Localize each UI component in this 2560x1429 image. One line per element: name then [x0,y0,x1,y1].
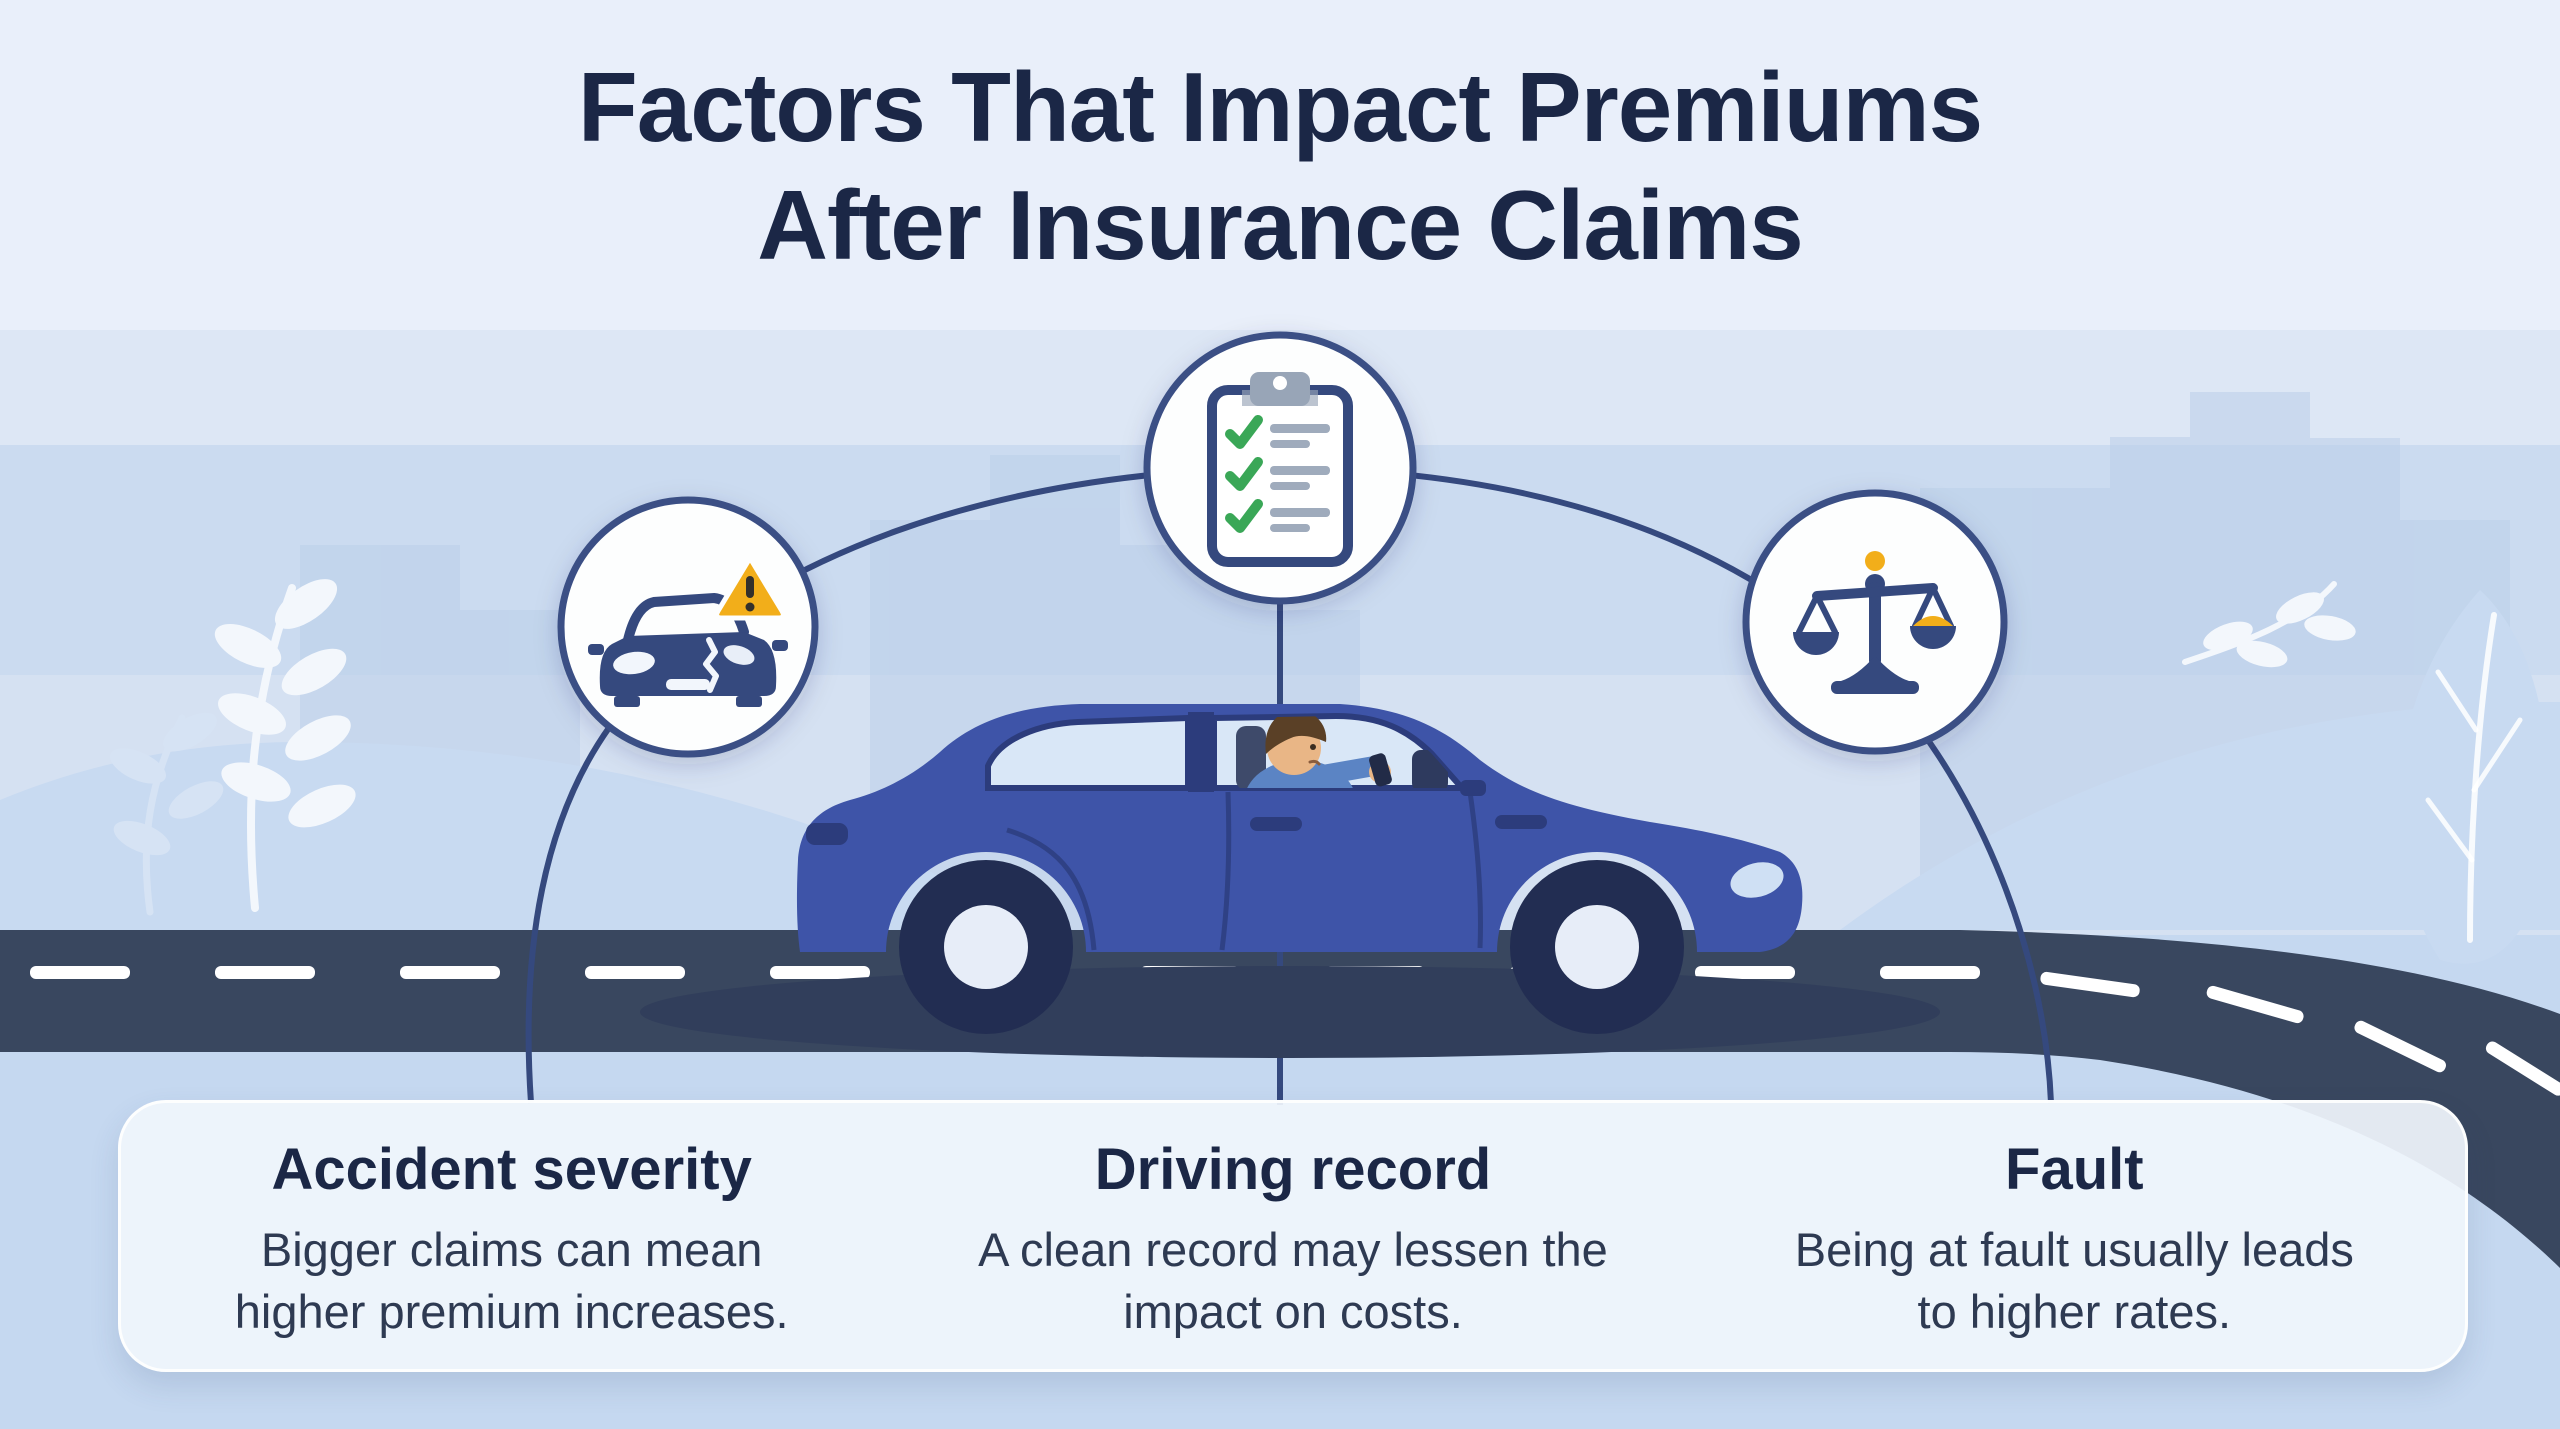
warning-triangle-icon [714,555,786,621]
blue-car-illustration [796,704,1803,1034]
factor-driving-record: Driving record A clean record may lessen… [902,1103,1683,1369]
car-mirror [1460,780,1486,796]
plant-sprig-left-icon [110,579,356,916]
factor-description: Being at fault usually leads to higher r… [1794,1223,2354,1338]
factors-card: Accident severity Bigger claims can mean… [118,1100,2468,1372]
car-door-handles [1250,815,1547,831]
accident-severity-circle [557,496,819,758]
factor-fault: Fault Being at fault usually leads to hi… [1684,1103,2465,1369]
phone [1369,753,1392,787]
justice-scales-icon [1793,551,1956,694]
car-headlight [1730,862,1784,898]
factor-heading: Fault [2005,1137,2144,1202]
checklist-clipboard-icon [1207,372,1353,567]
car-shadow [640,966,1940,1058]
driver-eye [1310,744,1316,750]
car-driver [1236,716,1448,788]
car-b-pillar [1188,712,1214,792]
plant-leaf-right-icon [2182,581,2548,964]
car-door-seams [1006,791,1484,951]
factor-description: A clean record may lessen the impact on … [978,1223,1608,1338]
car-rear-hub [944,905,1028,989]
factor-heading: Driving record [1094,1137,1492,1202]
factor-description: Bigger claims can mean higher premium in… [234,1223,789,1338]
driver-mouth [1308,759,1321,766]
factor-heading: Accident severity [271,1137,752,1202]
page-title: Factors That Impact Premiums After Insur… [0,48,2560,284]
damaged-car-warning-icon [588,555,788,707]
driver-arm [1305,756,1381,787]
page-title-line2: After Insurance Claims [757,170,1803,280]
factor-accident-severity: Accident severity Bigger claims can mean… [121,1103,902,1369]
car-front-hub [1555,905,1639,989]
car-taillight [806,823,848,845]
driver-hair [1265,716,1327,754]
page-title-line1: Factors That Impact Premiums [577,52,1983,162]
